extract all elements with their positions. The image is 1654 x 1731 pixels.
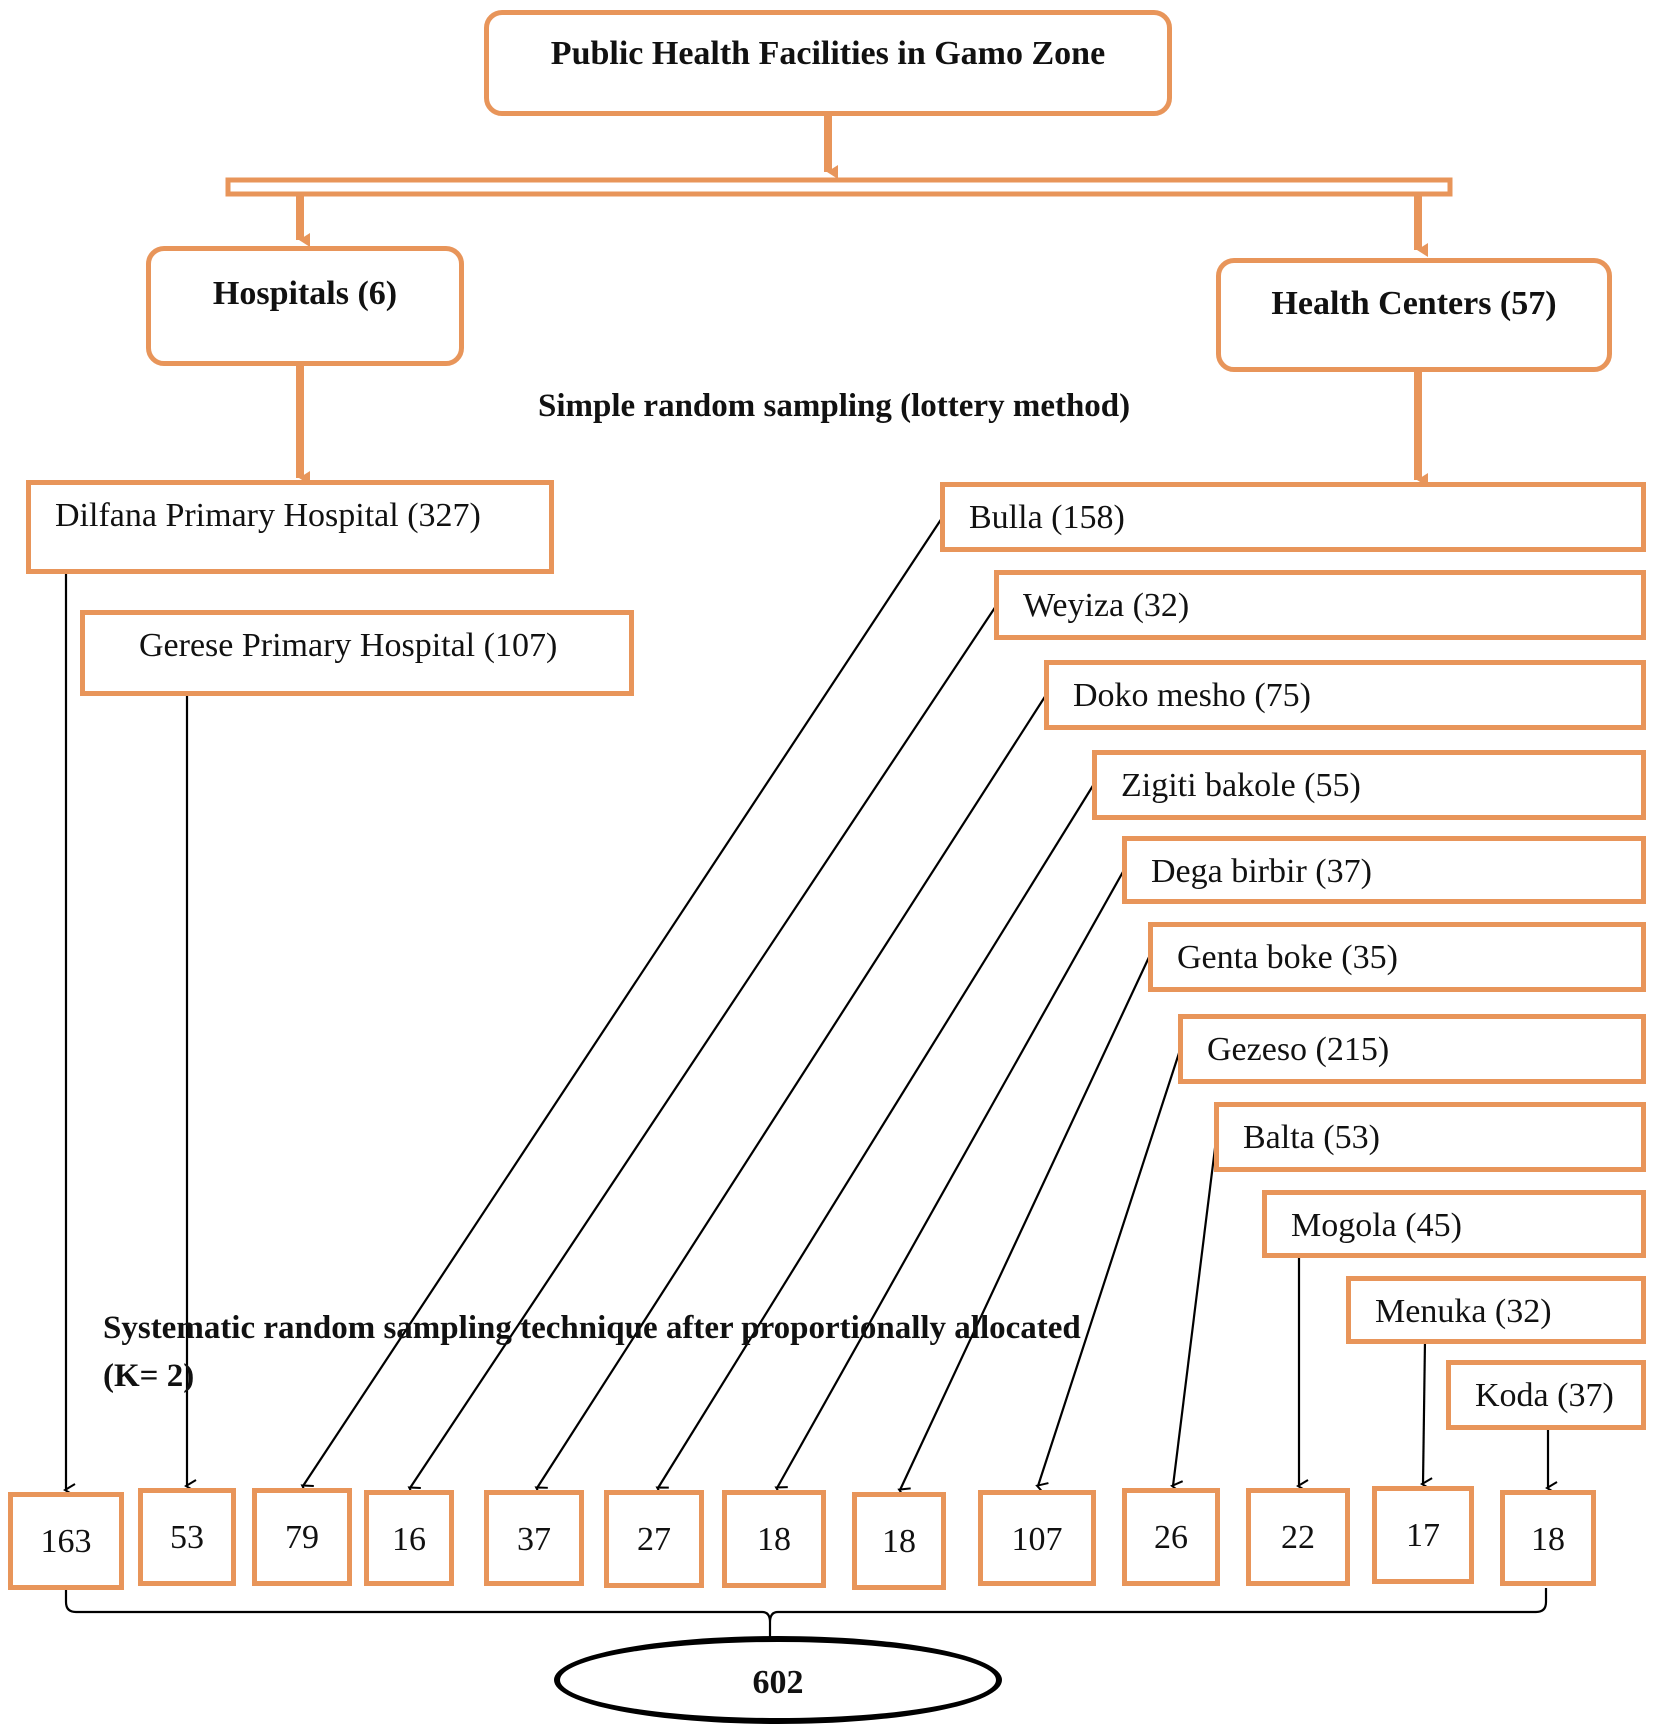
sample-count: 22 [1281, 1519, 1315, 1556]
total-oval: 602 [554, 1636, 1002, 1724]
sample-count: 37 [517, 1521, 551, 1558]
sample-box-genta-boke: 18 [852, 1492, 946, 1590]
sample-count: 107 [1011, 1521, 1063, 1558]
sample-count: 16 [392, 1521, 426, 1558]
sample-box-mogola: 22 [1246, 1488, 1350, 1586]
sample-count: 17 [1406, 1517, 1440, 1554]
facility-label: Zigiti bakole (55) [1121, 767, 1361, 804]
facility-label: Weyiza (32) [1023, 587, 1190, 624]
facility-label: Genta boke (35) [1177, 939, 1398, 976]
sample-count: 53 [170, 1519, 204, 1556]
facility-box-bulla: Bulla (158) [940, 482, 1646, 552]
sample-box-gerese: 53 [138, 1488, 236, 1586]
facility-label: Doko mesho (75) [1073, 677, 1311, 714]
facility-box-dega-birbir: Dega birbir (37) [1122, 836, 1646, 904]
total-bracket [64, 1588, 1548, 1640]
root-node: Public Health Facilities in Gamo Zone [484, 10, 1172, 116]
facility-label: Menuka (32) [1375, 1293, 1552, 1330]
systematic-note-line1: Systematic random sampling technique aft… [103, 1310, 1081, 1346]
facility-label: Gezeso (215) [1207, 1031, 1390, 1068]
facility-label: Mogola (45) [1291, 1207, 1462, 1244]
simple-random-note: Simple random sampling (lottery method) [538, 388, 1131, 424]
facility-box-dilfana: Dilfana Primary Hospital (327) [26, 480, 554, 574]
sample-box-doko-mesho: 37 [484, 1490, 584, 1586]
sample-count: 18 [757, 1521, 791, 1558]
sample-count: 18 [1531, 1521, 1565, 1558]
sample-box-menuka: 17 [1372, 1486, 1474, 1584]
facility-label: Gerese Primary Hospital (107) [139, 627, 558, 664]
facility-box-gezeso: Gezeso (215) [1178, 1014, 1646, 1084]
facility-box-zigiti-bakole: Zigiti bakole (55) [1092, 750, 1646, 820]
hospitals-node: Hospitals (6) [146, 246, 464, 366]
sample-count: 26 [1154, 1519, 1188, 1556]
hospitals-label: Hospitals (6) [212, 275, 398, 312]
sample-count: 79 [285, 1519, 319, 1556]
facility-box-doko-mesho: Doko mesho (75) [1044, 660, 1646, 730]
facility-box-mogola: Mogola (45) [1262, 1190, 1646, 1258]
sample-box-bulla: 79 [252, 1488, 352, 1586]
sample-box-gezeso: 107 [978, 1490, 1096, 1586]
systematic-note-line2: (K= 2) [103, 1358, 195, 1394]
sample-arrows [63, 517, 1558, 1500]
sample-box-dega-birbir: 18 [722, 1490, 826, 1588]
sample-box-zigiti-bakole: 27 [604, 1490, 704, 1588]
top-connectors [225, 115, 1453, 487]
facility-box-genta-boke: Genta boke (35) [1148, 922, 1646, 992]
facility-box-menuka: Menuka (32) [1346, 1276, 1646, 1344]
sample-box-dilfana: 163 [8, 1492, 124, 1590]
diagram-title: Public Health Facilities in Gamo Zone [550, 35, 1106, 72]
facility-box-balta: Balta (53) [1214, 1102, 1646, 1172]
sample-count: 27 [637, 1521, 671, 1558]
facility-label: Balta (53) [1243, 1119, 1380, 1156]
sample-box-weyiza: 16 [364, 1490, 454, 1586]
facility-box-gerese: Gerese Primary Hospital (107) [80, 610, 634, 696]
total-value: 602 [752, 1664, 804, 1701]
facility-box-weyiza: Weyiza (32) [994, 570, 1646, 640]
sample-count: 18 [882, 1523, 916, 1560]
facility-box-koda: Koda (37) [1446, 1360, 1646, 1430]
health-centers-label: Health Centers (57) [1271, 285, 1557, 322]
facility-label: Dilfana Primary Hospital (327) [55, 497, 481, 534]
facility-label: Dega birbir (37) [1151, 853, 1372, 890]
sample-box-koda: 18 [1500, 1490, 1596, 1586]
sample-count: 163 [40, 1523, 92, 1560]
sample-box-balta: 26 [1122, 1488, 1220, 1586]
facility-label: Bulla (158) [969, 499, 1125, 536]
health-centers-node: Health Centers (57) [1216, 258, 1612, 372]
facility-label: Koda (37) [1475, 1377, 1614, 1414]
